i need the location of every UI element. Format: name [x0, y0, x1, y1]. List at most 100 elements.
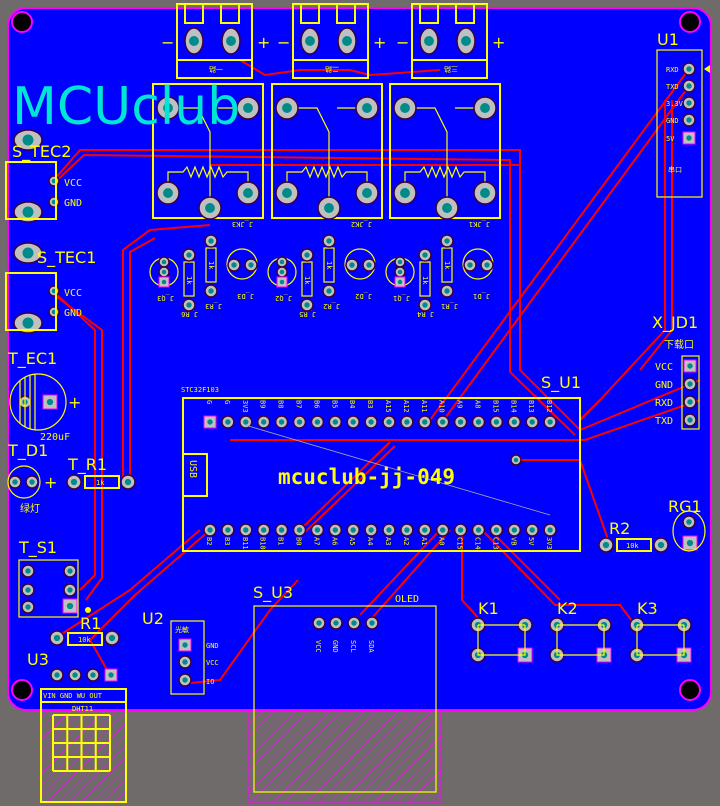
- tec-pin: [48, 306, 60, 318]
- tec-pin: [48, 175, 60, 187]
- oled-pad: [365, 616, 379, 630]
- relay-pad: [473, 181, 497, 205]
- relay-pad: [393, 181, 417, 205]
- capacitor-value: 220uF: [40, 432, 70, 443]
- capacitor-polarity-hatch: [19, 374, 36, 430]
- diode-pad: [362, 258, 376, 272]
- resistor-pad: [182, 248, 196, 262]
- diode-pad: [463, 258, 477, 272]
- resistor-pad: [49, 630, 65, 646]
- mcu-bottom-pin: [418, 523, 432, 537]
- transistor-label: J_Q1: [393, 294, 410, 302]
- mcu-top-pin: [525, 415, 539, 429]
- dht11-pin-labels: VIN GND WU OUT: [43, 692, 103, 700]
- resistor-pad: [66, 474, 82, 490]
- key-2[interactable]: K2: [556, 599, 605, 656]
- mcu-bottom-pin: [256, 523, 271, 537]
- key-3[interactable]: K3: [636, 599, 685, 656]
- terminal-pad: [184, 27, 204, 55]
- mcu-bottom-pin: [310, 523, 325, 537]
- key-label: K2: [557, 599, 578, 618]
- mcu-pin-label: B5: [330, 400, 338, 408]
- resistor-label: J_R1: [441, 302, 458, 310]
- mcu-top-pin: [489, 415, 504, 429]
- pin1-marker: [85, 607, 91, 613]
- mcu-top-pin: [239, 415, 253, 429]
- mcu-bottom-pin: [489, 523, 504, 537]
- resistor-pad: [104, 630, 120, 646]
- relay-pad: [198, 196, 222, 220]
- u3-label: U3: [27, 650, 49, 669]
- mcu-top-pin: [203, 415, 217, 429]
- mcu-pin-label: B12: [545, 400, 553, 413]
- mcu-top-pin: [400, 415, 414, 429]
- u2-label: U2: [142, 609, 164, 628]
- led-outline: [7, 465, 41, 499]
- relay-pad: [236, 96, 260, 120]
- s-u3-label: S_U3: [253, 583, 293, 603]
- traces: [53, 59, 701, 684]
- s-tec2-pin-label: VCC: [64, 178, 82, 189]
- key-1[interactable]: K1: [477, 599, 526, 656]
- mcu-bottom-pin: [507, 523, 522, 537]
- resistor-label: J_R4: [417, 310, 434, 318]
- transistor-label: J_Q2: [275, 294, 292, 302]
- u1-outline: [656, 49, 703, 198]
- rg1-pad: [682, 515, 696, 529]
- terminal-pad: [221, 27, 241, 55]
- mcu-top-pin: [418, 415, 432, 429]
- terminal-label: 三路: [444, 65, 458, 74]
- mcu-bottom-pin: [435, 523, 450, 537]
- resistor-value: 1k: [443, 261, 451, 270]
- u1-pin: [682, 79, 696, 93]
- x-jd1-pin: [683, 377, 697, 391]
- mcu-bottom-pin: [328, 523, 343, 537]
- s-tec2-pin-label: GND: [64, 198, 82, 209]
- mounting-hole: [11, 11, 33, 33]
- s-tec1-label: S_TEC1: [37, 248, 96, 268]
- mcu-pin-label: B2: [205, 537, 213, 545]
- tec-pin: [48, 285, 60, 297]
- resistor-pad: [418, 298, 432, 312]
- mcu-top-pin: [543, 415, 557, 429]
- u1-pin-label: 5V: [666, 135, 675, 143]
- relay-pad: [393, 96, 417, 120]
- x-jd1-pin: [683, 395, 697, 409]
- transistor-pad: [276, 276, 288, 288]
- mcu-top-pin: [382, 415, 396, 429]
- mcu-pin-label: B10: [259, 537, 267, 550]
- transistor-pad: [276, 266, 288, 278]
- resistor-label: J_R2: [323, 302, 340, 310]
- relay-pad: [156, 96, 180, 120]
- screw-terminal: −+一路: [161, 3, 270, 79]
- resistor-label: J_R5: [299, 310, 316, 318]
- resistor-value: 1k: [325, 261, 333, 270]
- resistor-pad: [204, 284, 218, 298]
- u1-pin-label: TXD: [666, 83, 679, 91]
- mounting-hole: [11, 679, 33, 701]
- r1-label: R1: [80, 614, 101, 633]
- t-r1-value: 1k: [96, 479, 105, 487]
- mcu-pin-label: A1: [420, 537, 428, 545]
- transistor-pad: [276, 256, 288, 268]
- oled-keepout: [247, 709, 442, 803]
- mcu-pin-label: A6: [330, 537, 338, 545]
- s-tec2-outline: [5, 161, 57, 220]
- terminal-label: 一路: [209, 65, 223, 74]
- mcu-pin-label: B1: [277, 537, 285, 545]
- relay-pad: [275, 181, 299, 205]
- resistor-label: J_R3: [205, 302, 222, 310]
- terminal-pad: [419, 27, 439, 55]
- mcu-top-pin: [507, 415, 522, 429]
- transistor-pad: [394, 276, 406, 288]
- mcu-pin-label: A11: [420, 400, 428, 413]
- led-pad: [8, 475, 22, 489]
- switch-pad: [62, 598, 78, 614]
- mcu-pin-label: A0: [438, 537, 446, 545]
- rg1-pad: [682, 535, 698, 551]
- diode-label: J_D2: [355, 292, 372, 300]
- mcu-model: STC32F103: [181, 386, 219, 394]
- mcu-pin-label: A10: [438, 400, 446, 413]
- led-value: 绿灯: [20, 502, 40, 515]
- transistor-pad: [394, 266, 406, 278]
